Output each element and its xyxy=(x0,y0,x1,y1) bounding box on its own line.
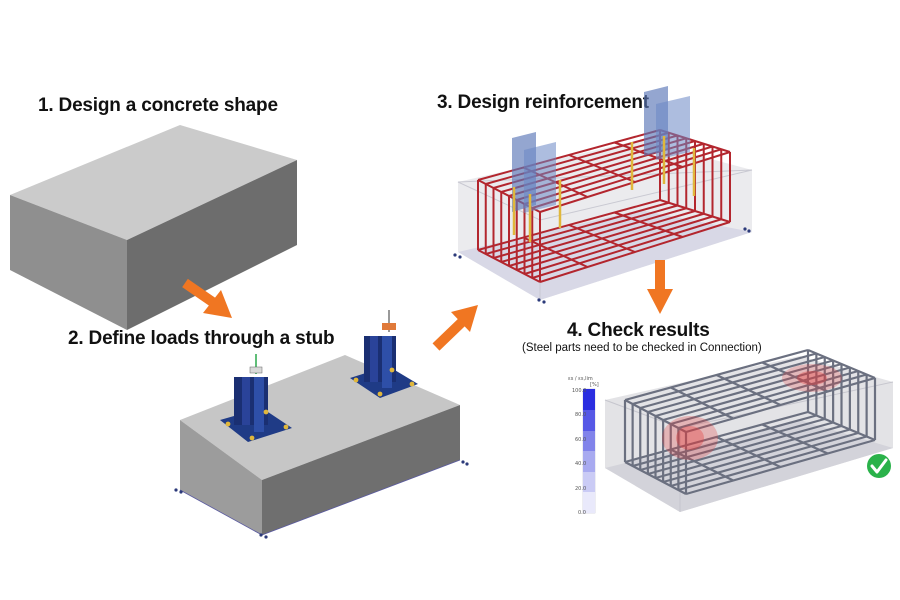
rebar-bar xyxy=(716,436,781,468)
legend-tick-5: 0.0 xyxy=(578,510,586,516)
rebar-bar xyxy=(523,236,588,268)
step-1-title: 1. Design a concrete shape xyxy=(38,95,278,116)
rebar-bar xyxy=(716,374,781,406)
rebar-bar xyxy=(614,211,683,238)
legend-title: εs / εs,lim xyxy=(568,376,593,382)
steel-stub-right xyxy=(350,310,418,398)
legend-tick-2: 60.0 xyxy=(575,437,586,443)
rebar-bar xyxy=(568,224,636,253)
support-markers xyxy=(174,227,751,539)
concrete-block-2 xyxy=(179,355,461,536)
rebar-bar xyxy=(670,448,734,482)
step-4-title: 4. Check results xyxy=(567,320,710,341)
step-2-title: 2. Define loads through a stub xyxy=(68,328,335,349)
rebar-cage-grey xyxy=(623,348,877,496)
rebar-bar xyxy=(670,386,734,420)
legend-tick-0: 100.0 xyxy=(572,388,586,394)
steel-stub-left xyxy=(220,354,292,442)
legend-tick-3: 40.0 xyxy=(575,461,586,467)
step-4-note: (Steel parts need to be checked in Conne… xyxy=(522,342,762,354)
orange-arrow-icon xyxy=(432,305,478,351)
legend-tick-1: 80.0 xyxy=(575,412,586,418)
orange-arrow-icon xyxy=(182,278,232,318)
legend-unit: [%] xyxy=(590,382,599,388)
orange-arrow-icon xyxy=(647,260,673,314)
rebar-bar xyxy=(761,423,829,455)
check-circle-icon xyxy=(867,454,891,478)
rebar-bar xyxy=(568,154,636,183)
concrete-block-1 xyxy=(10,125,297,330)
step-3-title: 3. Design reinforcement xyxy=(437,92,649,113)
strain-hotspots xyxy=(662,364,842,460)
legend-tick-4: 20.0 xyxy=(575,486,586,492)
results-legend: εs / εs,lim [%] 100.0 80.0 60.0 40.0 20.… xyxy=(568,376,599,516)
